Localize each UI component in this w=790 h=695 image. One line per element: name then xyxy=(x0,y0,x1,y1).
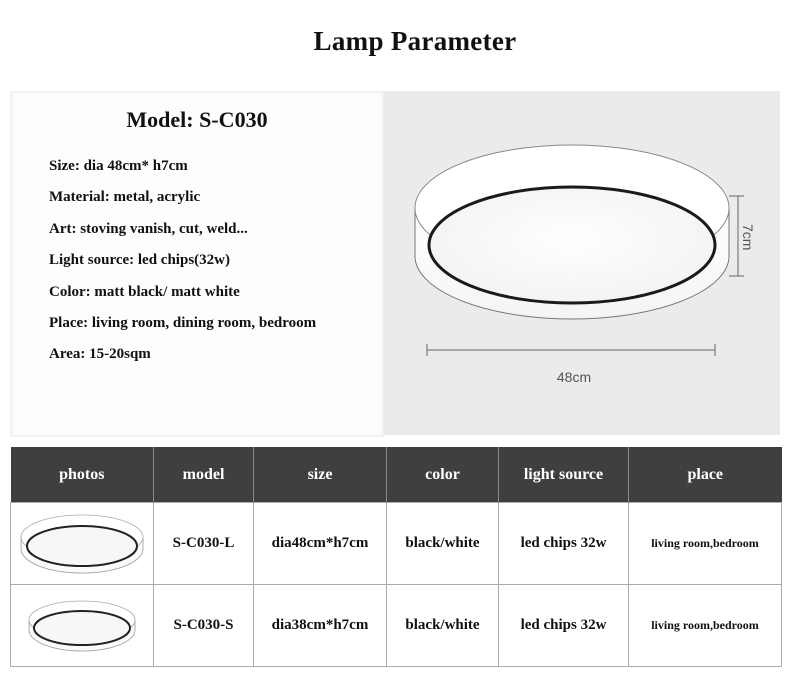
spec-art: Art: stoving vanish, cut, weld... xyxy=(49,220,248,237)
spec-color: Color: matt black/ matt white xyxy=(49,283,240,300)
column-header-size: size xyxy=(253,447,387,503)
lamp-image xyxy=(414,144,730,320)
width-dimension xyxy=(426,344,716,356)
place-cell: living room,bedroom xyxy=(628,584,782,667)
height-label: 7cm xyxy=(740,224,756,250)
model-cell: S-C030-S xyxy=(153,584,254,667)
column-header-model: model xyxy=(153,447,254,503)
table-row: S-C030-L dia48cm*h7cm black/white led ch… xyxy=(10,502,782,585)
size-cell: dia48cm*h7cm xyxy=(253,502,387,585)
size-cell: dia38cm*h7cm xyxy=(253,584,387,667)
spec-material: Material: metal, acrylic xyxy=(49,189,201,206)
spec-area: Area: 15-20sqm xyxy=(49,346,151,363)
lamp-diagram-svg: 7cm 48cm xyxy=(414,144,756,385)
width-label: 48cm xyxy=(557,369,591,385)
model-cell: S-C030-L xyxy=(153,502,254,585)
light-source-cell: led chips 32w xyxy=(498,502,629,585)
table-header-row: photos model size color light source pla… xyxy=(10,447,782,503)
color-cell: black/white xyxy=(386,502,499,585)
round-ceiling-lamp-icon xyxy=(28,600,136,651)
round-ceiling-lamp-icon xyxy=(20,514,144,573)
table-row: S-C030-S dia38cm*h7cm black/white led ch… xyxy=(10,584,782,667)
color-cell: black/white xyxy=(386,584,499,667)
parameter-table: photos model size color light source pla… xyxy=(10,447,782,667)
spec-light-source: Light source: led chips(32w) xyxy=(49,252,230,269)
photo-cell xyxy=(10,502,154,585)
column-header-color: color xyxy=(386,447,499,503)
height-dimension xyxy=(729,195,744,277)
spec-size: Size: dia 48cm* h7cm xyxy=(49,158,188,174)
light-source-cell: led chips 32w xyxy=(498,584,629,667)
product-diagram: 7cm 48cm xyxy=(383,91,780,435)
place-cell: living room,bedroom xyxy=(628,502,782,585)
column-header-photos: photos xyxy=(10,447,154,503)
spec-list: Size: dia 48cm* h7cm Material: metal, ac… xyxy=(49,156,316,376)
column-header-place: place xyxy=(628,447,782,503)
spec-panel: Model: S-C030 Size: dia 48cm* h7cm Mater… xyxy=(10,91,384,437)
photo-cell xyxy=(10,584,154,667)
column-header-light-source: light source xyxy=(498,447,629,503)
model-heading: Model: S-C030 xyxy=(126,107,268,132)
page-title: Lamp Parameter xyxy=(313,26,517,56)
spec-place: Place: living room, dining room, bedroom xyxy=(49,314,317,331)
